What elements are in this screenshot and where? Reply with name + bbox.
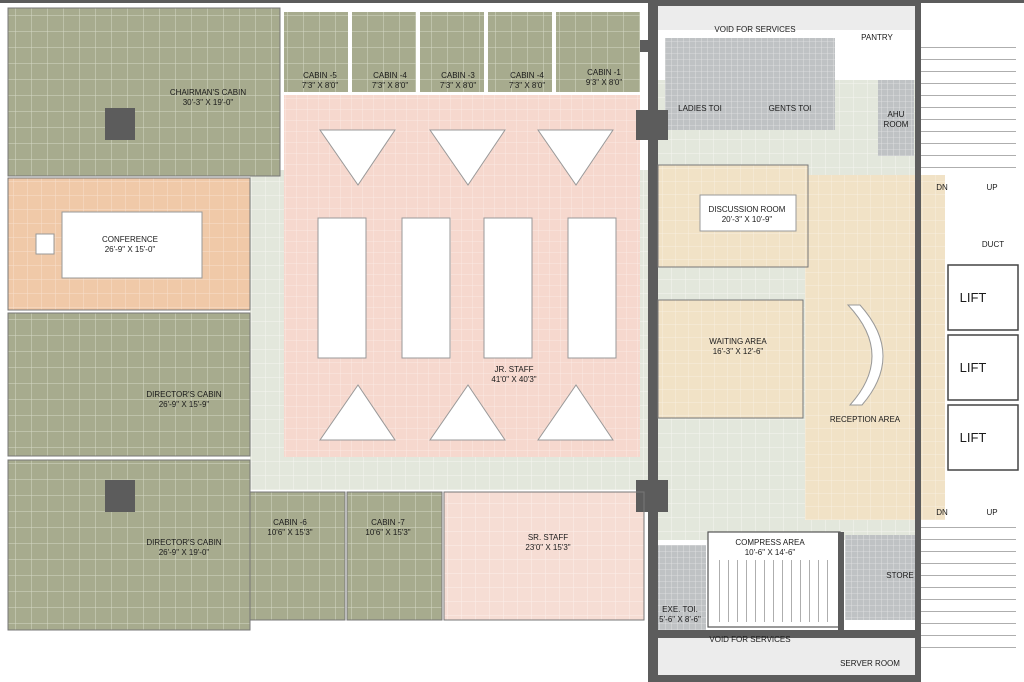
compress-dim: 10'-6" X 14'-6" (745, 548, 796, 557)
lift-1 (947, 264, 1019, 331)
cabin5-dim: 7'3" X 8'0" (302, 81, 338, 90)
conference-table (61, 211, 203, 279)
staircase-bottom (920, 520, 1016, 650)
director2-dim: 26'-9" X 19'-0" (159, 548, 210, 557)
cabin4b-label: CABIN -4 (510, 71, 544, 80)
room-labels: CHAIRMAN'S CABIN 30'-3" X 19'-0" CONFERE… (102, 25, 1004, 668)
cabin-4b (488, 12, 552, 92)
void-bottom-label: VOID FOR SERVICES (709, 635, 790, 644)
ahu-label-2: ROOM (884, 120, 909, 129)
director1-dim: 26'-9" X 15'-9" (159, 400, 210, 409)
up-label-top: UP (986, 183, 997, 192)
jrstaff-label: JR. STAFF (495, 365, 534, 374)
sr-staff-area (444, 492, 644, 620)
waiting-area (658, 300, 803, 418)
void-top-label: VOID FOR SERVICES (714, 25, 795, 34)
dn-label-bottom: DN (936, 508, 948, 517)
store-label: STORE (886, 571, 913, 580)
cabin-7 (347, 492, 442, 620)
workstation-desks (317, 217, 617, 359)
director-cabin-1 (8, 313, 250, 456)
exetoi-dim: 5'-6" X 8'-6" (659, 615, 701, 624)
conference-dim: 26'-9" X 15'-0" (105, 245, 156, 254)
cabin-6 (250, 492, 345, 620)
duct-label: DUCT (982, 240, 1004, 249)
cabin6-dim: 10'6" X 15'3" (267, 528, 312, 537)
director1-label: DIRECTOR'S CABIN (146, 390, 221, 399)
gents-label: GENTS TOI (769, 104, 812, 113)
server-room (658, 638, 915, 675)
cabin-5 (284, 12, 348, 92)
exetoi-label: EXE. TOI. (662, 605, 698, 614)
chairman-label: CHAIRMAN'S CABIN (170, 88, 246, 97)
store-room (845, 535, 915, 620)
cabin5-label: CABIN -5 (303, 71, 337, 80)
waiting-dim: 16'-3" X 12'-6" (713, 347, 764, 356)
ahu-label: AHU (888, 110, 905, 119)
discussion-dim: 20'-3" X 10'-9" (722, 215, 773, 224)
dn-label-top: DN (936, 183, 948, 192)
reception-label: RECEPTION AREA (830, 415, 901, 424)
cabin1-label: CABIN -1 (587, 68, 621, 77)
reception-desk (846, 304, 884, 406)
toilets (665, 38, 835, 130)
cabin1-dim: 9'3" X 8'0" (586, 78, 622, 87)
up-label-bottom: UP (986, 508, 997, 517)
cabin4a-label: CABIN -4 (373, 71, 407, 80)
lift-label-1: LIFT (960, 290, 987, 305)
ladies-label: LADIES TOI (678, 104, 722, 113)
conference-label: CONFERENCE (102, 235, 158, 244)
pantry-label: PANTRY (861, 33, 893, 42)
server-label: SERVER ROOM (840, 659, 900, 668)
cabin4b-dim: 7'3" X 8'0" (509, 81, 545, 90)
srstaff-dim: 23'0" X 15'3" (525, 543, 570, 552)
discussion-label: DISCUSSION ROOM (709, 205, 786, 214)
lift-2 (947, 334, 1019, 401)
cabin3-label: CABIN -3 (441, 71, 475, 80)
cabin6-label: CABIN -6 (273, 518, 307, 527)
compress-racks (712, 560, 836, 622)
chairman-dim: 30'-3" X 19'-0" (183, 98, 234, 107)
cabin7-dim: 10'6" X 15'3" (365, 528, 410, 537)
lift-3 (947, 404, 1019, 471)
cabin3-dim: 7'3" X 8'0" (440, 81, 476, 90)
workstation-clusters (319, 129, 614, 441)
conference-chair (35, 233, 55, 255)
lift-label-3: LIFT (960, 430, 987, 445)
srstaff-label: SR. STAFF (528, 533, 568, 542)
exe-toilet (658, 545, 706, 630)
cabin-3 (420, 12, 484, 92)
director2-label: DIRECTOR'S CABIN (146, 538, 221, 547)
jrstaff-dim: 41'0" X 40'3" (491, 375, 536, 384)
chairman-cabin (8, 8, 280, 176)
cabin-1 (556, 12, 640, 92)
cabin4a-dim: 7'3" X 8'0" (372, 81, 408, 90)
waiting-label: WAITING AREA (709, 337, 767, 346)
lift-label-2: LIFT (960, 360, 987, 375)
cabin-4a (352, 12, 416, 92)
ahu-room (878, 80, 914, 156)
partitions (7, 7, 809, 631)
discussion-table (699, 194, 797, 232)
void-top (658, 6, 915, 30)
staircase-top (920, 40, 1016, 170)
cabin7-label: CABIN -7 (371, 518, 405, 527)
compress-label: COMPRESS AREA (735, 538, 805, 547)
